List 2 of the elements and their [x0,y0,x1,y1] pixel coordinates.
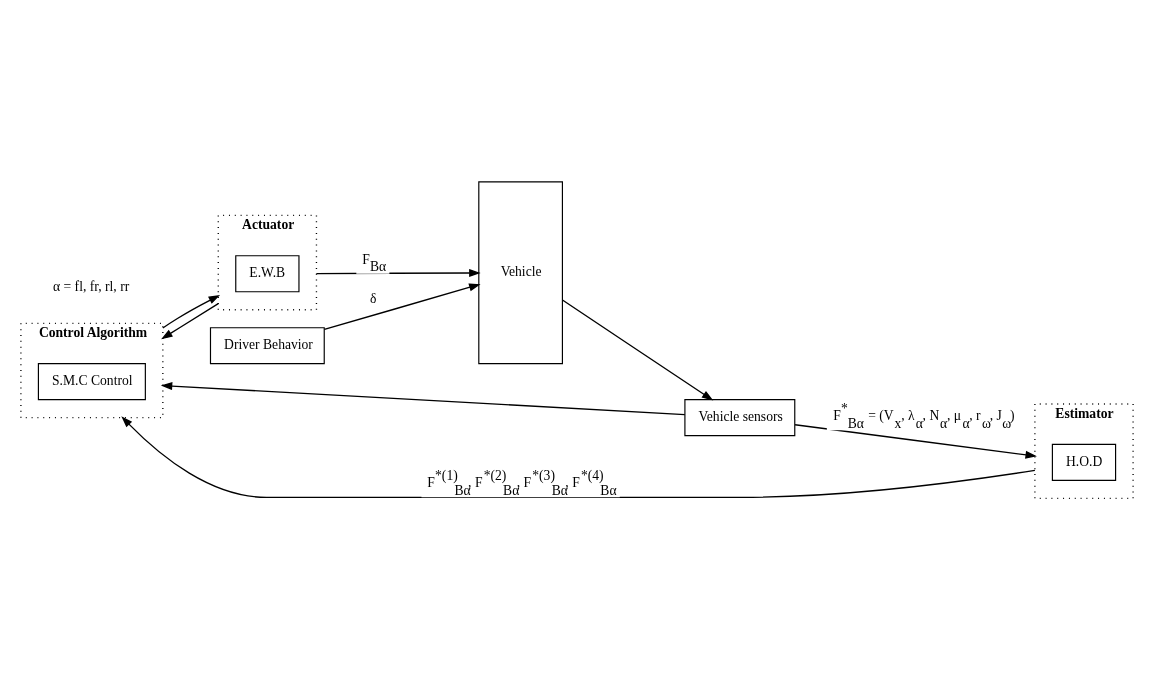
edge-label: δ [369,290,377,306]
label: α = fl, fr, rl, rr [52,278,130,294]
